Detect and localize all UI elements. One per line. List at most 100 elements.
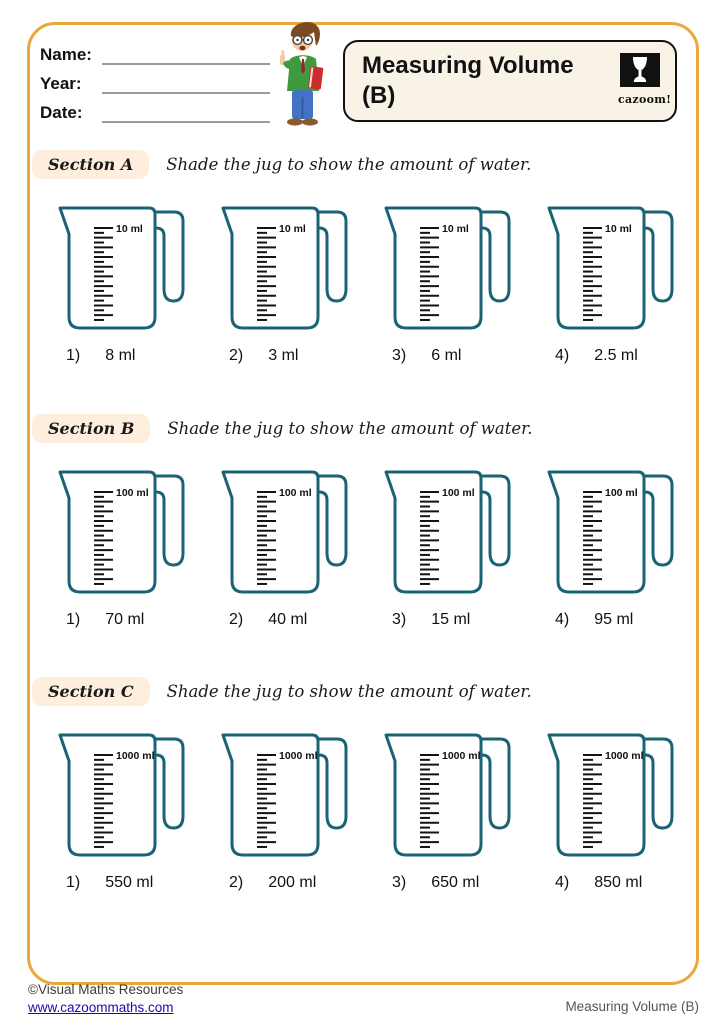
date-input-line[interactable] — [102, 99, 270, 123]
section-b-instruction: Shade the jug to show the amount of wate… — [167, 419, 533, 438]
measuring-jug: 100 ml — [221, 470, 348, 594]
section-b-badge: Section B — [32, 414, 151, 443]
jug-body — [221, 470, 320, 594]
section-a: Section A Shade the jug to show the amou… — [32, 150, 692, 365]
problem-value: 40 ml — [268, 611, 308, 628]
problem-number: 2) — [229, 611, 244, 628]
problem-number: 1) — [66, 874, 81, 891]
worksheet-title-line1: Measuring Volume — [362, 52, 574, 79]
measuring-jug: 1000 ml — [221, 733, 348, 857]
name-label: Name: — [40, 45, 92, 64]
jug-body — [221, 206, 320, 330]
problem-label: 3) 15 ml — [376, 611, 526, 629]
problem-number: 2) — [229, 347, 244, 364]
jug-cell: 10 ml 1) 8 ml — [50, 198, 200, 365]
problem-label: 2) 3 ml — [213, 347, 363, 365]
section-b-header: Section B Shade the jug to show the amou… — [32, 414, 692, 443]
jug-body — [58, 206, 157, 330]
section-c-badge: Section C — [32, 677, 150, 706]
jug-scale-label: 100 ml — [605, 487, 638, 499]
copyright-text: ©Visual Maths Resources — [28, 982, 184, 997]
measuring-jug: 100 ml — [58, 470, 185, 594]
worksheet-title: Measuring Volume (B) — [362, 51, 574, 111]
jug-scale-ticks — [583, 227, 602, 321]
problem-value: 850 ml — [594, 874, 643, 891]
jug-cell: 100 ml 4) 95 ml — [539, 462, 689, 629]
jug-handle — [148, 210, 185, 303]
jug-scale-label: 100 ml — [116, 487, 149, 499]
problem-value: 3 ml — [268, 347, 299, 364]
jug-cell: 100 ml 2) 40 ml — [213, 462, 363, 629]
jug-scale-ticks — [257, 754, 276, 848]
cazoommaths-link[interactable]: www.cazoommaths.com — [28, 1000, 174, 1015]
jug-scale-label: 1000 ml — [116, 750, 155, 762]
jug-body — [58, 470, 157, 594]
measuring-jug: 10 ml — [58, 206, 185, 330]
jug-handle — [637, 474, 674, 567]
jug-scale-label: 1000 ml — [442, 750, 481, 762]
jug-scale-label: 10 ml — [442, 223, 469, 235]
jug-handle — [637, 210, 674, 303]
cazoom-logo-text: cazoom! — [618, 93, 672, 106]
section-b-jug-grid: 100 ml 1) 70 ml 100 ml 2) 40 ml — [50, 462, 692, 629]
year-field-row: Year: — [40, 65, 272, 94]
year-input-line[interactable] — [102, 70, 270, 94]
problem-number: 3) — [392, 347, 407, 364]
jug-cell: 10 ml 2) 3 ml — [213, 198, 363, 365]
jug-handle — [311, 737, 348, 830]
section-c-jug-grid: 1000 ml 1) 550 ml 1000 ml 2) 200 ml — [50, 725, 692, 892]
problem-label: 4) 95 ml — [539, 611, 689, 629]
jug-body — [547, 206, 646, 330]
section-c: Section C Shade the jug to show the amou… — [32, 677, 692, 892]
jug-scale-ticks — [583, 491, 602, 585]
jug-scale-ticks — [420, 227, 439, 321]
jug-body — [384, 470, 483, 594]
measuring-jug: 10 ml — [384, 206, 511, 330]
problem-number: 3) — [392, 874, 407, 891]
measuring-jug: 1000 ml — [58, 733, 185, 857]
problem-label: 3) 650 ml — [376, 874, 526, 892]
jug-scale-label: 10 ml — [605, 223, 632, 235]
problem-value: 2.5 ml — [594, 347, 638, 364]
problem-number: 2) — [229, 874, 244, 891]
measuring-jug: 100 ml — [384, 470, 511, 594]
jug-scale-ticks — [420, 491, 439, 585]
problem-label: 2) 200 ml — [213, 874, 363, 892]
jug-handle — [148, 474, 185, 567]
jug-scale-ticks — [257, 491, 276, 585]
problem-label: 4) 850 ml — [539, 874, 689, 892]
teacher-cartoon-illustration — [280, 22, 324, 126]
problem-number: 4) — [555, 611, 570, 628]
jug-scale-ticks — [257, 227, 276, 321]
jug-cell: 10 ml 3) 6 ml — [376, 198, 526, 365]
problem-label: 1) 550 ml — [50, 874, 200, 892]
name-field-row: Name: — [40, 36, 272, 65]
jug-scale-ticks — [94, 754, 113, 848]
jug-body — [384, 733, 483, 857]
jug-scale-label: 100 ml — [442, 487, 475, 499]
problem-value: 550 ml — [105, 874, 154, 891]
measuring-jug: 10 ml — [547, 206, 674, 330]
measuring-jug: 100 ml — [547, 470, 674, 594]
problem-number: 1) — [66, 611, 81, 628]
name-input-line[interactable] — [102, 41, 270, 65]
jug-cell: 100 ml 3) 15 ml — [376, 462, 526, 629]
problem-value: 650 ml — [431, 874, 480, 891]
jug-scale-ticks — [94, 491, 113, 585]
jug-body — [58, 733, 157, 857]
jug-body — [547, 733, 646, 857]
problem-value: 8 ml — [105, 347, 136, 364]
section-b: Section B Shade the jug to show the amou… — [32, 414, 692, 629]
worksheet-title-line2: (B) — [362, 82, 396, 109]
jug-scale-label: 1000 ml — [279, 750, 318, 762]
teacher-body — [280, 22, 324, 126]
jug-body — [547, 470, 646, 594]
jug-cell: 1000 ml 4) 850 ml — [539, 725, 689, 892]
jug-handle — [148, 737, 185, 830]
worksheet-title-box: Measuring Volume (B) cazoom! — [343, 40, 677, 122]
measuring-jug: 10 ml — [221, 206, 348, 330]
problem-label: 3) 6 ml — [376, 347, 526, 365]
jug-handle — [474, 210, 511, 303]
jug-body — [221, 733, 320, 857]
